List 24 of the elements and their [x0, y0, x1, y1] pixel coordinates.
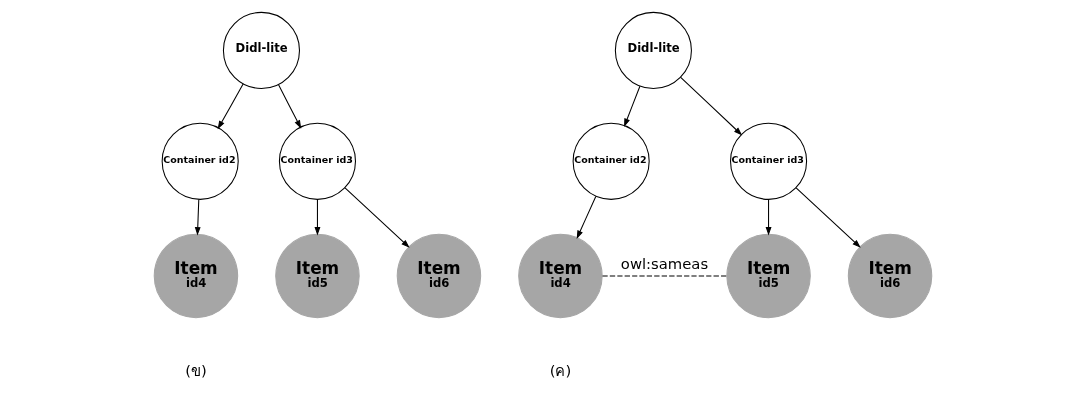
node-circle: Item id6	[396, 233, 482, 319]
arrow	[765, 199, 772, 236]
node-circle: Item id6	[847, 233, 933, 319]
arrow	[795, 187, 861, 248]
arrow	[194, 199, 201, 236]
arrow	[576, 195, 597, 239]
node-circle: Item id5	[726, 233, 811, 319]
arrow	[624, 85, 641, 128]
label: (ค)	[549, 361, 572, 379]
edge-label: owl:sameas	[620, 254, 709, 272]
node-circle: Container id3	[730, 122, 808, 200]
arrow	[278, 84, 302, 129]
node-circle: Item id5	[275, 233, 360, 319]
arrow	[217, 83, 244, 130]
arrow	[344, 187, 410, 248]
node-circle: Container id3	[278, 122, 356, 200]
arrow	[680, 76, 743, 136]
node-circle: Item id4	[518, 233, 603, 319]
node-circle: Didl-lite	[614, 11, 692, 89]
node-circle: Item id4	[153, 233, 239, 319]
label: (ข)	[185, 361, 207, 379]
node-circle: Didl-lite	[222, 11, 300, 89]
node-circle: Container id2	[572, 122, 650, 200]
arrow	[314, 199, 321, 236]
